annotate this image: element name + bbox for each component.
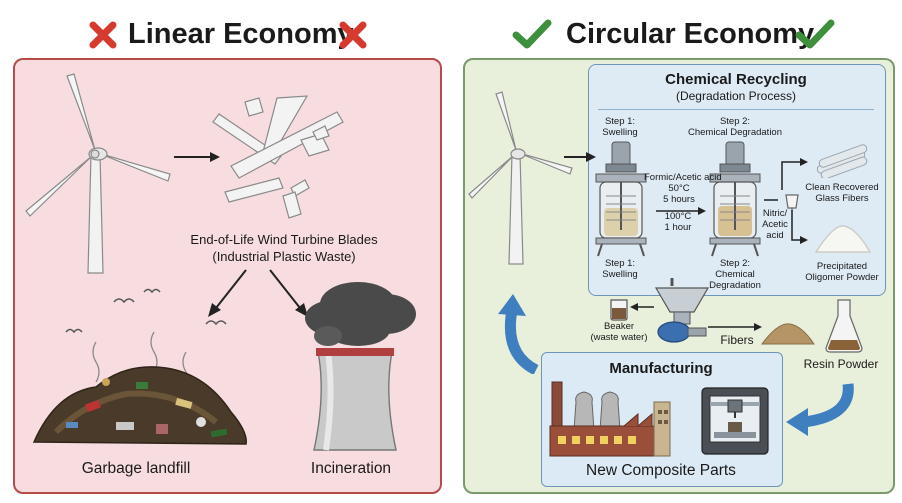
glass-fibers-icon [812, 140, 872, 180]
chem-title: Chemical Recycling [665, 71, 807, 88]
fiber-pile-icon [760, 320, 816, 346]
circular-title: Circular Economy [566, 17, 815, 50]
conditions1-line2: 50°C [668, 183, 690, 194]
conditions1-line3: 5 hours [663, 194, 695, 205]
step2-bottom-line2: Chemical [715, 269, 755, 280]
beaker-label-line2: (waste water) [590, 332, 648, 343]
split-arrows-icon [760, 150, 812, 250]
reactor-link-arrow-icon [654, 203, 708, 215]
incineration-tower-icon [288, 274, 428, 456]
glass-fibers-label-line2: Glass Fibers [815, 193, 869, 204]
step2-bottom-line3: Degradation [709, 280, 761, 291]
cycle-down-arrow-icon [780, 382, 862, 438]
oligomer-powder-label-line1: Precipitated [816, 261, 868, 272]
new-composite-parts-label: New Composite Parts [586, 462, 736, 479]
filter-cup-icon [784, 192, 800, 212]
beaker-label-line1: Beaker [603, 321, 635, 332]
blades-label-line2: (Industrial Plastic Waste) [212, 249, 356, 264]
reactor-vessel-1-icon [592, 140, 650, 258]
linear-cross-left-icon [88, 20, 118, 50]
glass-fibers-label-line1: Clean Recovered [805, 182, 879, 193]
manufacturing-title: Manufacturing [609, 360, 713, 377]
chem-divider [598, 109, 874, 110]
chem-subtitle: (Degradation Process) [675, 89, 797, 103]
oligomer-powder-label-line2: Oligomer Powder [805, 272, 879, 283]
circular-check-right-icon [795, 18, 835, 50]
oligomer-powder-icon [814, 222, 872, 254]
garbage-landfill-icon [26, 282, 256, 452]
nitric-label-line3: acid [766, 230, 784, 241]
beaker-icon [608, 298, 630, 322]
nitric-label-line2: Acetic [762, 219, 788, 230]
3d-printer-icon [698, 384, 774, 458]
turbine-to-reactor-arrow-icon [562, 150, 598, 164]
step2-bottom-line1: Step 2: [719, 258, 751, 269]
nitric-label-line1: Nitric/ [762, 208, 788, 219]
broken-blades-icon [205, 92, 355, 222]
reactor-vessel-2-icon [706, 140, 764, 258]
step2-top-line2: Chemical Degradation [688, 127, 782, 138]
step1-top-line2: Swelling [602, 127, 638, 138]
step1-bottom-line2: Swelling [602, 269, 638, 280]
incineration-label: Incineration [310, 460, 392, 477]
conditions2-line1: 100°C [664, 211, 692, 222]
conditions2-line2: 1 hour [664, 222, 692, 233]
conditions1-line1: Formic/Acetic acid [644, 172, 722, 183]
to-beaker-arrow-icon [626, 300, 656, 312]
flow-arrow-icon [172, 150, 222, 164]
linear-title: Linear Economy [128, 17, 354, 50]
step1-bottom-line1: Step 1: [604, 258, 636, 269]
to-fibers-arrow-icon [706, 320, 766, 332]
resin-flask-icon [824, 298, 864, 354]
step1-top-line1: Step 1: [604, 116, 636, 127]
fibers-label: Fibers [720, 333, 754, 347]
wind-turbine-icon [22, 70, 172, 280]
landfill-label: Garbage landfill [81, 460, 191, 477]
resin-powder-label: Resin Powder [803, 357, 879, 371]
linear-cross-right-icon [338, 20, 368, 50]
blades-label-line1: End-of-Life Wind Turbine Blades [190, 232, 378, 247]
factory-icon [548, 380, 678, 460]
circular-check-left-icon [512, 18, 552, 50]
centrifuge-separator-icon [650, 276, 714, 346]
diverging-arrows-icon [190, 268, 330, 320]
cycle-up-arrow-icon [496, 292, 544, 375]
wind-turbine-circular-icon [468, 90, 578, 268]
step2-top-line1: Step 2: [719, 116, 751, 127]
